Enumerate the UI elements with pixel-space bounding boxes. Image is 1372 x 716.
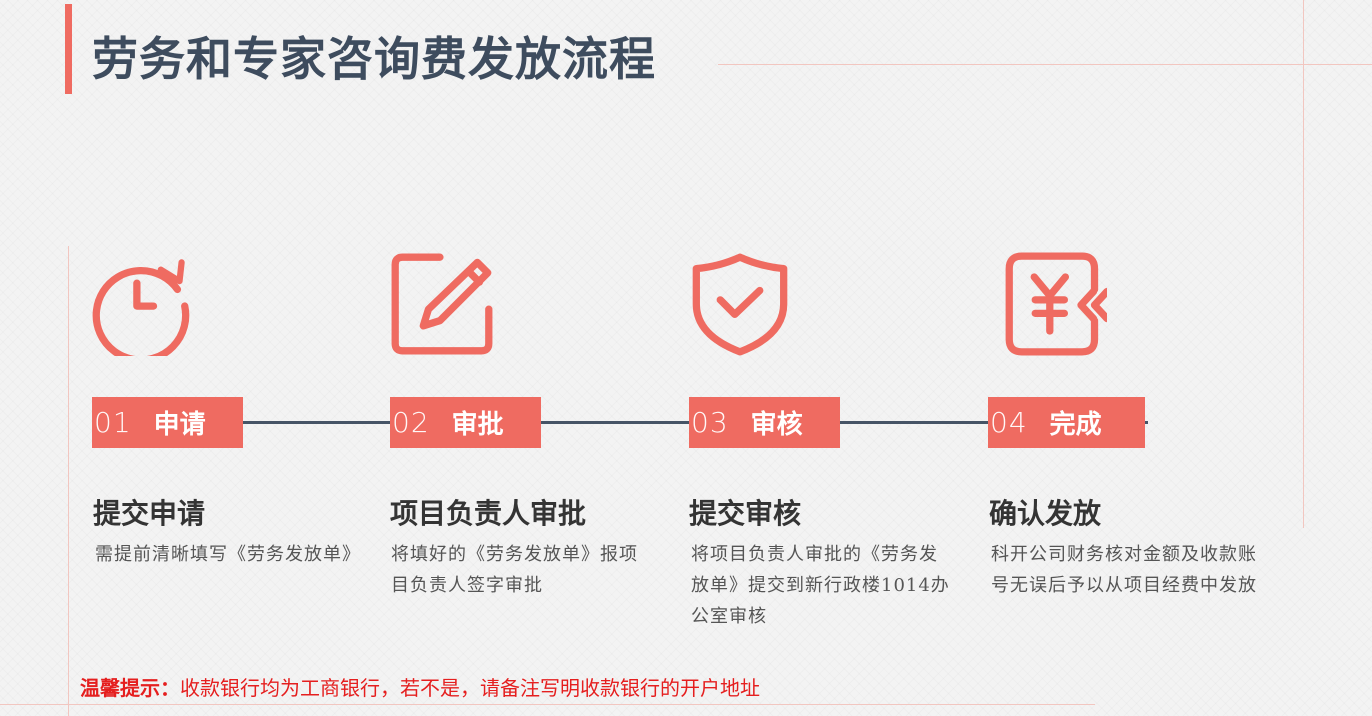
process-timeline xyxy=(150,421,1148,424)
shield-check-icon xyxy=(688,252,792,356)
step-description: 将项目负责人审批的《劳务发放单》提交到新行政楼1014办公室审核 xyxy=(691,544,950,627)
step-number: 01 xyxy=(94,406,132,439)
title-accent-bar xyxy=(65,4,72,94)
frame-line-top-right xyxy=(718,64,1372,65)
step-badge-2: 02 审批 xyxy=(390,397,541,448)
step-number: 02 xyxy=(392,406,430,439)
step-heading: 提交申请 xyxy=(93,497,206,530)
notice: 温馨提示：收款银行均为工商银行，若不是，请备注写明收款银行的开户地址 xyxy=(80,672,760,701)
step-description: 将填好的《劳务发放单》报项目负责人签字审批 xyxy=(391,544,638,596)
step-badge-1: 01 申请 xyxy=(92,397,243,448)
step-label: 申请 xyxy=(153,410,206,440)
step-number: 03 xyxy=(691,406,729,439)
step-label: 审核 xyxy=(750,410,803,440)
notice-label: 温馨提示： xyxy=(80,676,180,700)
step-heading: 提交审核 xyxy=(689,497,802,530)
frame-line-right xyxy=(1303,0,1304,528)
yen-payment-icon xyxy=(1003,252,1107,356)
edit-pencil-icon xyxy=(390,252,494,356)
notice-text: 收款银行均为工商银行，若不是，请备注写明收款银行的开户地址 xyxy=(180,676,760,700)
frame-line-left xyxy=(68,246,69,716)
step-label: 完成 xyxy=(1049,410,1102,440)
step-heading: 项目负责人审批 xyxy=(390,497,587,530)
step-badge-3: 03 审核 xyxy=(689,397,840,448)
step-description: 需提前清晰填写《劳务发放单》 xyxy=(95,544,361,565)
page-title: 劳务和专家咨询费发放流程 xyxy=(92,32,656,86)
step-badge-4: 04 完成 xyxy=(988,397,1145,448)
frame-line-bottom xyxy=(0,704,1095,705)
step-number: 04 xyxy=(990,406,1028,439)
step-label: 审批 xyxy=(451,410,504,440)
step-heading: 确认发放 xyxy=(989,497,1102,530)
step-description: 科开公司财务核对金额及收款账号无误后予以从项目经费中发放 xyxy=(991,544,1257,596)
clock-icon xyxy=(88,252,192,356)
